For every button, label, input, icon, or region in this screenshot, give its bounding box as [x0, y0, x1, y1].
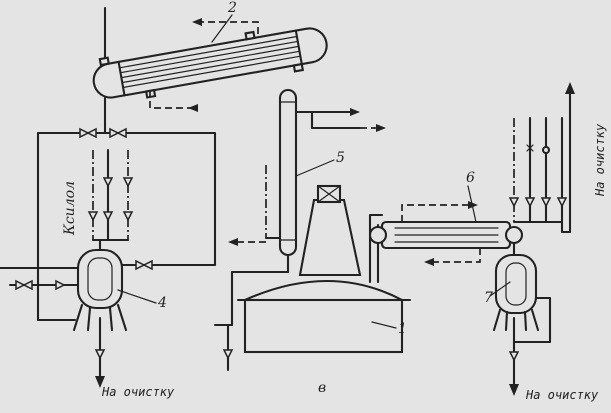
valve-top-a: [508, 197, 520, 208]
label-unit-7: 7: [484, 290, 493, 306]
caption-to-cleaning-right-bottom: На очистку: [525, 388, 599, 402]
vessel-4: 4 На очистку: [0, 238, 217, 399]
caption-to-cleaning-right-top: На очистку: [593, 123, 607, 197]
valve-drain-1: [222, 349, 234, 360]
caption-to-cleaning-left: На очистку: [101, 385, 175, 399]
valve-side-a: [15, 279, 26, 291]
valve-top-c: [540, 197, 552, 208]
valve-manifold-2b: [116, 127, 127, 139]
valve-feed-c: [87, 211, 99, 222]
valve-manifold-2: [109, 127, 120, 139]
valve-feed-b: [122, 177, 134, 188]
valve-top-d: [556, 197, 568, 208]
heat-exchanger-2: 2: [92, 0, 328, 130]
figure-letter: в: [318, 380, 326, 396]
label-unit-4: 4: [157, 295, 167, 311]
valve-feed-a: [102, 177, 114, 188]
reactor-1: 1 в: [213, 184, 412, 396]
valve-side-b: [55, 279, 66, 291]
valve-feed-d: [102, 211, 114, 222]
left-piping: Ксилол: [36, 126, 217, 322]
heat-exchanger-6: 6: [368, 170, 524, 266]
label-unit-6: 6: [466, 170, 475, 186]
valve-top-b: [524, 197, 536, 208]
vessel-7: 7 На очистку На очистку: [484, 82, 607, 402]
valve-drain-7: [508, 351, 520, 362]
label-unit-5: 5: [336, 150, 345, 166]
valve-feed-e: [122, 211, 134, 222]
caption-xylene: Ксилол: [62, 181, 78, 236]
valve-side-cb: [142, 259, 153, 271]
valve-manifold-1b: [86, 127, 97, 139]
valve-drain-4: [94, 349, 106, 360]
valve-side-c: [135, 259, 146, 271]
valve-side-ab: [22, 279, 33, 291]
valve-manifold-1: [79, 127, 90, 139]
label-unit-1: 1: [398, 321, 407, 337]
label-unit-2: 2: [227, 0, 237, 16]
column-5: 5: [228, 88, 386, 274]
